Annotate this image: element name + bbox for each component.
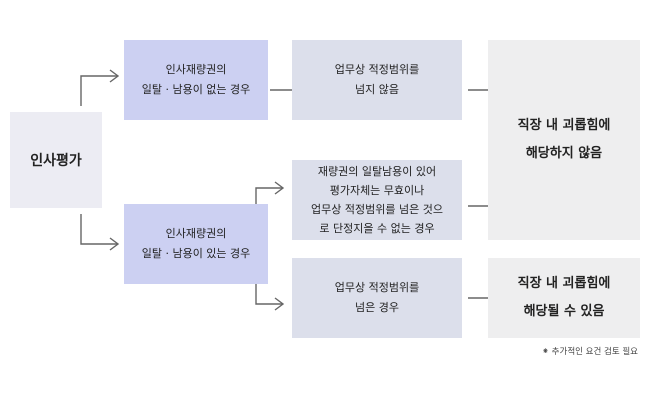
node-no-abuse: 인사재량권의 일탈 · 남용이 없는 경우 — [124, 40, 268, 120]
node-abuse: 인사재량권의 일탈 · 남용이 있는 경우 — [124, 204, 268, 284]
node-cannot-conclude: 재량권의 일탈남용이 있어 평가자체는 무효이나 업무상 적정범위를 넘은 것으… — [292, 160, 462, 240]
result-may-be-harassment: 직장 내 괴롭힘에 해당될 수 있음 — [488, 258, 640, 338]
node-beyond-scope: 업무상 적정범위를 넘은 경우 — [292, 258, 462, 338]
arrow-start-to-abuse — [80, 214, 117, 245]
footnote: ⁕ 추가적인 요건 검토 필요 — [541, 347, 638, 357]
arrow-start-to-no-abuse — [80, 75, 117, 106]
result-not-harassment: 직장 내 괴롭힘에 해당하지 않음 — [488, 40, 640, 240]
node-within-scope: 업무상 적정범위를 넘지 않음 — [292, 40, 462, 120]
start-node: 인사평가 — [10, 112, 102, 208]
